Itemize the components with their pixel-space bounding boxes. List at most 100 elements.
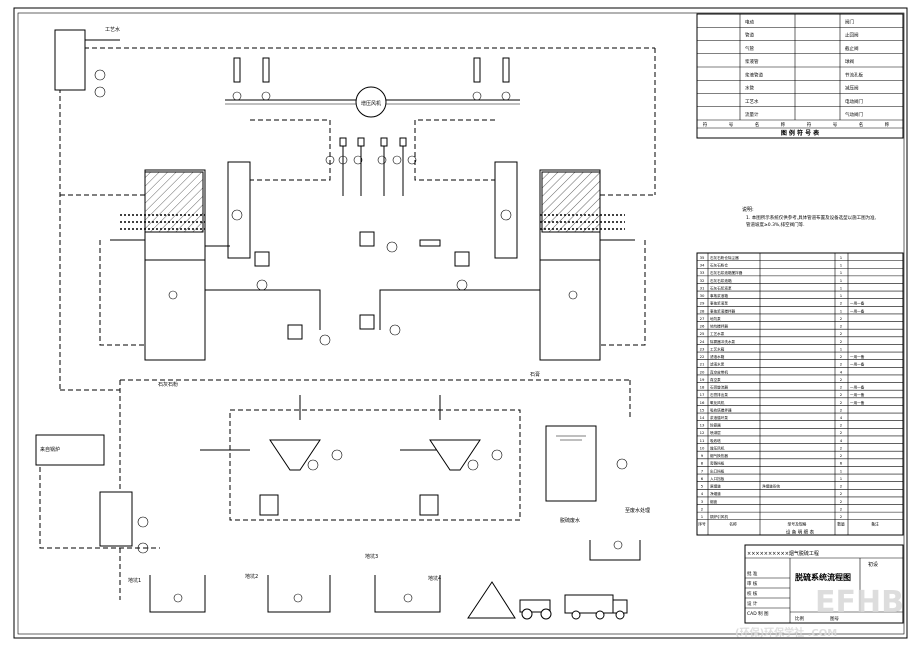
parts-row-note: 一用一备 <box>850 354 865 359</box>
parts-row-name: 地坑搅拌器 <box>710 324 728 329</box>
parts-row-qty: 1 <box>840 285 843 290</box>
parts-row-no: 26 <box>700 324 705 329</box>
parts-row-no: 20 <box>700 369 705 374</box>
parts-row-no: 18 <box>700 385 705 390</box>
parts-row-no: 17 <box>700 392 705 397</box>
parts-row-qty: 4 <box>840 369 843 374</box>
parts-row-no: 33 <box>700 270 705 275</box>
parts-header-no: 序号 <box>698 522 706 527</box>
legend-label-left: 浆液管道 <box>745 71 763 78</box>
parts-row-qty: 2 <box>840 484 843 489</box>
parts-row-no: 15 <box>700 407 705 412</box>
parts-row-name: 增压风机 <box>710 445 725 450</box>
parts-row-qty: 2 <box>840 506 843 511</box>
legend-label-right: 节流孔板 <box>845 71 863 78</box>
legend-label-right: 阀门 <box>845 18 854 25</box>
parts-row-name: 石灰石浆液泵 <box>710 285 732 290</box>
parts-row-qty: 1 <box>840 263 843 268</box>
parts-row-name: 旁路挡板 <box>710 461 725 466</box>
legend-footer-cell: 称 <box>885 121 890 128</box>
parts-row-name: 石灰石粉仓除尘器 <box>710 255 739 260</box>
gypsum-hydrocyclone-1 <box>259 439 343 516</box>
title-block: ××××××××××烟气脱硫工程 脱硫系统流程图 初设 批 准 审 核 校 核 … <box>744 544 904 624</box>
legend-label-right: 电动阀门 <box>845 98 863 105</box>
parts-row-no: 11 <box>700 438 705 443</box>
notes-title: 说明: <box>742 206 754 213</box>
parts-row-no: 28 <box>700 308 705 313</box>
process-water-tank <box>545 425 628 502</box>
label-waste-water-1: 脱硫废水 <box>560 517 580 524</box>
title-block-stage: 初设 <box>868 561 878 568</box>
parts-row-name: 工艺水泵 <box>710 331 725 336</box>
parts-row-note: 一用一备 <box>850 362 865 367</box>
label-from-boiler: 来自锅炉 <box>40 446 60 453</box>
legend-label-left: 工艺水 <box>745 98 759 105</box>
legend-label-left: 水管 <box>745 85 754 92</box>
absorber-left <box>144 161 251 361</box>
parts-row-qty: 4 <box>840 415 843 420</box>
title-scale: 比例 <box>795 615 804 622</box>
legend-table: 电动阀门管道止回阀气管截止阀浆液管球阀浆液管道节流孔板水管减压阀工艺水电动阀门流… <box>696 13 904 139</box>
parts-row-qty: 1 <box>840 468 843 473</box>
label-pit-1: 地坑1 <box>128 577 141 584</box>
parts-caption: 设 备 明 细 表 <box>786 528 815 535</box>
parts-row-name: 出口挡板 <box>710 468 725 473</box>
legend-footer-cell: 称 <box>781 121 786 128</box>
parts-row-no: 24 <box>700 339 705 344</box>
parts-row-no: 5 <box>701 484 704 489</box>
parts-row-name: 吸收塔搅拌器 <box>710 407 732 412</box>
legend-label-left: 管道 <box>745 32 754 39</box>
parts-row-no: 1 <box>701 514 704 519</box>
parts-row-no: 4 <box>701 491 704 496</box>
parts-row-name: 滤液水箱 <box>710 354 725 359</box>
label-pit-2: 地坑2 <box>245 573 258 580</box>
legend-label-right: 止回阀 <box>845 32 859 39</box>
parts-row-name: 原烟道 <box>710 484 721 489</box>
parts-row-name: 石膏排出泵 <box>710 392 728 397</box>
parts-row-name: 浆液循环泵 <box>710 415 728 420</box>
drawing-border <box>13 7 908 639</box>
parts-row-spec: 净烟道系统 <box>762 484 780 489</box>
parts-row-no: 6 <box>701 476 704 481</box>
parts-row-qty: 1 <box>840 308 843 313</box>
legend-label-right: 减压阀 <box>845 85 859 92</box>
parts-row-qty: 2 <box>840 445 843 450</box>
parts-row-no: 12 <box>700 430 705 435</box>
parts-row-name: 净烟道 <box>710 491 721 496</box>
parts-row-qty: 1 <box>840 255 843 260</box>
parts-row-qty: 2 <box>840 453 843 458</box>
parts-row-qty: 2 <box>840 491 843 496</box>
parts-row-qty: 2 <box>840 392 843 397</box>
parts-row-name: 烟气换热器 <box>710 453 728 458</box>
parts-row-name: 滤液水泵 <box>710 362 725 367</box>
parts-row-name: 吸收塔 <box>710 438 721 443</box>
drawing-title: 脱硫系统流程图 <box>795 572 851 582</box>
label-limestone-feed: 石灰石粉 <box>158 381 178 388</box>
parts-row-qty: 2 <box>840 385 843 390</box>
legend-label-left: 气管 <box>745 45 754 52</box>
parts-row-qty: 2 <box>840 407 843 412</box>
parts-row-note: 一用一备 <box>850 385 865 390</box>
parts-row-qty: 2 <box>840 423 843 428</box>
booster-fan-icon <box>355 86 387 118</box>
parts-row-no: 22 <box>700 354 705 359</box>
legend-label-right: 截止阀 <box>845 45 859 52</box>
legend-footer-cell: 号 <box>729 122 734 128</box>
legend-footer-cell: 名 <box>859 121 864 128</box>
parts-row-no: 19 <box>700 377 705 382</box>
title-row-approve: 批 准 <box>747 570 758 577</box>
parts-header-note: 备注 <box>871 522 879 527</box>
parts-row-no: 9 <box>701 453 704 458</box>
legend-label-left: 流量计 <box>745 111 759 118</box>
parts-row-no: 21 <box>700 362 705 367</box>
parts-row-name: 喷淋层 <box>710 430 721 435</box>
watermark: EFHB (环保)环保学社 .COM <box>735 585 904 639</box>
watermark-logo: EFHB <box>815 585 904 620</box>
parts-row-qty: 2 <box>840 324 843 329</box>
parts-row-no: 31 <box>700 285 705 290</box>
parts-row-name: 石膏旋流器 <box>710 385 728 390</box>
legend-label-left: 浆液管 <box>745 58 759 65</box>
gypsum-pile-icon <box>467 581 516 619</box>
